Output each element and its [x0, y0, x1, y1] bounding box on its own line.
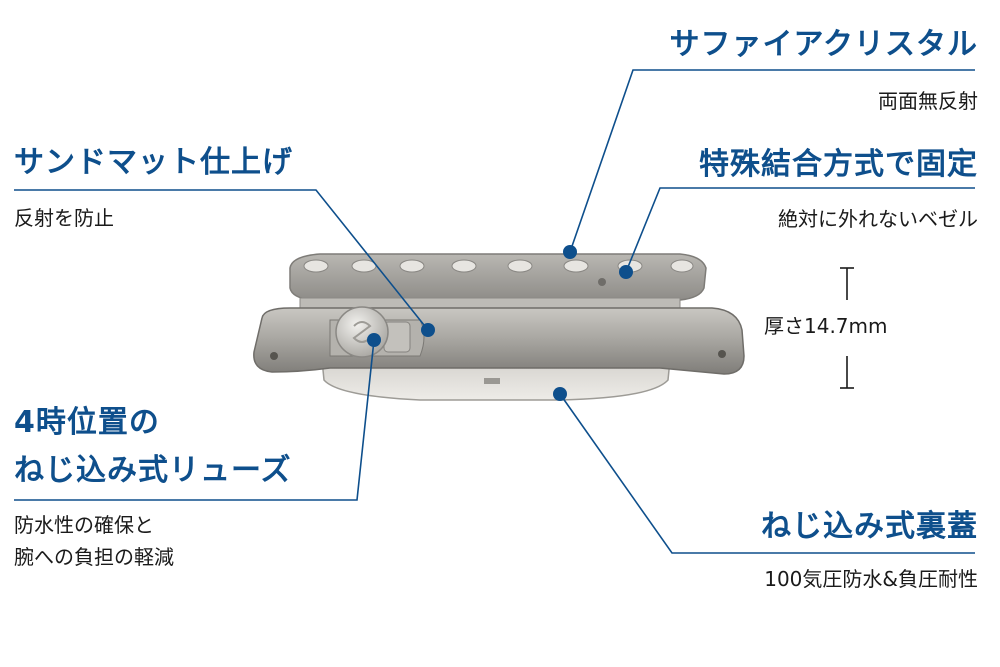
- sapphire-crystal-description: 両面無反射: [878, 89, 978, 113]
- bezel-fixing-description: 絶対に外れないベゼル: [778, 207, 978, 231]
- leader-line-crown: [14, 339, 375, 501]
- leader-line-caseback: [559, 393, 975, 554]
- pointer-dot-caseback: [553, 387, 567, 401]
- case-back-notch: [484, 378, 500, 384]
- pointer-dot-sapphire: [563, 245, 577, 259]
- thickness-label: 厚さ14.7mm: [764, 314, 888, 338]
- crown-description-line2: 腕への負担の軽減: [14, 545, 174, 569]
- bezel-grip-notches: [303, 259, 694, 273]
- lug-screw-right: [718, 350, 726, 358]
- bezel: [289, 253, 707, 301]
- bezel-pin: [598, 278, 606, 286]
- leader-line-bezel: [625, 187, 975, 273]
- case-body: [253, 307, 745, 375]
- pointer-dot-crown: [367, 333, 381, 347]
- crown-logo-icon: [352, 321, 372, 343]
- pointer-dot-bezel: [619, 265, 633, 279]
- crown-title-line2: ねじ込み式リューズ: [14, 453, 292, 488]
- sand-matte-title: サンドマット仕上げ: [14, 145, 293, 180]
- pointer-dot-sand: [421, 323, 435, 337]
- thickness-dimension-marker: [840, 267, 854, 389]
- leader-line-sand: [14, 189, 429, 331]
- sapphire-crystal-title: サファイアクリスタル: [669, 27, 978, 62]
- sand-matte-description: 反射を防止: [14, 206, 114, 230]
- caseback-title: ねじ込み式裏蓋: [761, 509, 978, 544]
- lug-screw-left: [270, 352, 278, 360]
- bezel-fixing-title: 特殊結合方式で固定: [699, 147, 978, 182]
- crown-description-line1: 防水性の確保と: [14, 513, 154, 537]
- caseback-description: 100気圧防水&負圧耐性: [764, 567, 978, 591]
- crown-title-line1: 4時位置の: [14, 405, 160, 440]
- leader-line-sapphire: [569, 69, 975, 253]
